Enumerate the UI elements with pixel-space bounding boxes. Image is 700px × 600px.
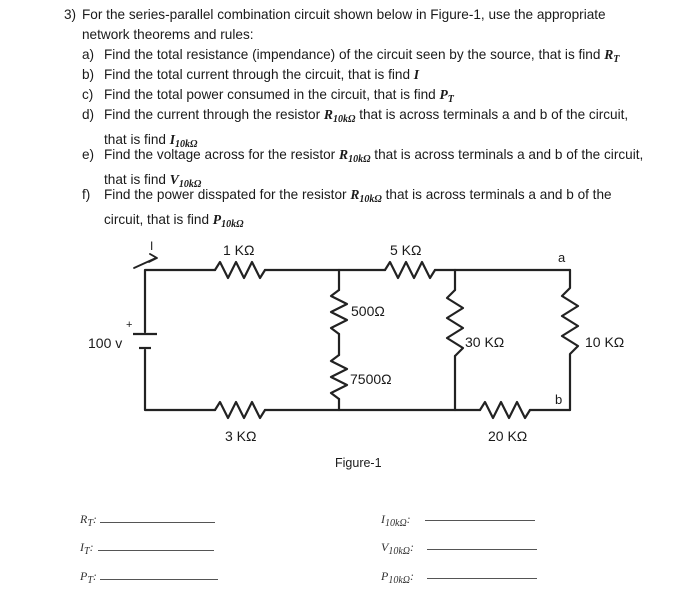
part-text-cont: that is across terminals a and b of the … — [104, 107, 629, 147]
node-a: a — [558, 250, 566, 265]
answer-subscript: 10kΩ — [388, 546, 411, 557]
part-label: f) — [82, 187, 91, 202]
part-text-cont: that is across terminals a and b of the … — [104, 187, 612, 227]
part-d: d) Find the current through the resistor… — [82, 105, 662, 150]
answer-symbol: I — [381, 512, 385, 526]
part-label: b) — [82, 67, 95, 82]
current-label: I — [150, 239, 153, 253]
part-text: Find the power disspated for the resisto… — [104, 187, 351, 202]
resistor-5k — [383, 260, 437, 280]
part-text-cont: that is across terminals a and b of the … — [104, 147, 644, 187]
symbol: R — [604, 47, 614, 62]
symbol-subscript: 10kΩ — [332, 114, 356, 125]
symbol: P — [439, 87, 448, 102]
label-500: 500Ω — [351, 303, 385, 319]
label-3k: 3 KΩ — [225, 428, 256, 444]
answer-line-it[interactable] — [98, 550, 214, 551]
answer-symbol: R — [80, 512, 88, 526]
resistor-1k — [213, 260, 267, 280]
part-text: Find the total current through the circu… — [104, 67, 414, 82]
answer-subscript: T — [87, 575, 93, 586]
part-f: f) Find the power disspated for the resi… — [82, 185, 662, 230]
answer-colon: : — [410, 569, 415, 583]
answer-line-rt[interactable] — [100, 522, 215, 523]
answer-subscript: T — [84, 546, 90, 557]
source-plus: + — [126, 319, 132, 331]
label-1k: 1 KΩ — [223, 242, 254, 258]
resistor-3k — [213, 400, 267, 420]
symbol-subscript: 10kΩ — [221, 219, 244, 230]
label-10k: 10 KΩ — [585, 334, 624, 350]
wire-left-top — [143, 268, 217, 334]
symbol: I — [413, 67, 420, 82]
source-label: 100 v — [88, 335, 122, 351]
answer-i10k: I10kΩ: — [381, 512, 411, 529]
symbol: R — [323, 107, 333, 122]
answer-symbol: I — [80, 540, 84, 554]
answer-subscript: 10kΩ — [388, 575, 411, 586]
answer-v10k: V10kΩ: — [381, 540, 414, 557]
resistor-500 — [329, 288, 349, 336]
label-5k: 5 KΩ — [390, 242, 421, 258]
answer-line-pt[interactable] — [100, 579, 218, 580]
part-text: Find the total power consumed in the cir… — [104, 87, 440, 102]
symbol: R — [350, 187, 360, 202]
answer-it: IT: — [80, 540, 94, 557]
answer-rt: RT: — [80, 512, 97, 529]
resistor-30k — [445, 288, 465, 358]
answer-pt: PT: — [80, 569, 97, 586]
part-text: Find the voltage across for the resistor — [104, 147, 339, 162]
resistor-7500 — [329, 353, 349, 401]
symbol-subscript: 10kΩ — [359, 194, 382, 205]
answer-line-v10k[interactable] — [427, 549, 537, 550]
resistor-20k — [478, 400, 532, 420]
symbol: P — [212, 212, 222, 227]
answer-symbol: V — [381, 540, 389, 554]
resistor-10k — [560, 268, 580, 412]
label-7500: 7500Ω — [350, 371, 392, 387]
part-label: d) — [82, 107, 95, 122]
symbol: V — [169, 172, 179, 187]
part-label: c) — [82, 87, 94, 102]
answer-colon: : — [92, 569, 97, 583]
answer-colon: : — [92, 512, 97, 526]
answer-symbol: P — [381, 569, 389, 583]
part-text: Find the current through the resistor — [104, 107, 324, 122]
symbol-subscript: 10kΩ — [175, 139, 198, 150]
question-stem: For the series-parallel combination circ… — [82, 7, 606, 42]
answer-colon: : — [89, 540, 94, 554]
answer-symbol: P — [80, 569, 88, 583]
part-e: e) Find the voltage across for the resis… — [82, 145, 662, 190]
answer-colon: : — [410, 540, 415, 554]
part-text: Find the total resistance (impendance) o… — [104, 47, 605, 62]
answer-p10k: P10kΩ: — [381, 569, 414, 586]
answer-line-i10k[interactable] — [425, 520, 535, 521]
question-number: 3) — [64, 7, 77, 22]
symbol: R — [338, 147, 349, 162]
current-arrow-head — [148, 253, 158, 263]
wire-left-bottom — [143, 348, 217, 412]
symbol: I — [169, 132, 176, 147]
symbol-subscript: 10kΩ — [178, 179, 202, 190]
label-30k: 30 KΩ — [465, 334, 504, 350]
part-label: a) — [82, 47, 95, 62]
answer-colon: : — [406, 512, 411, 526]
symbol-subscript: T — [447, 94, 454, 105]
node-b: b — [555, 392, 562, 407]
answer-line-p10k[interactable] — [427, 578, 537, 579]
symbol-subscript: T — [613, 54, 620, 65]
symbol-subscript: 10kΩ — [348, 154, 371, 165]
part-label: e) — [82, 147, 95, 162]
label-20k: 20 KΩ — [488, 428, 527, 444]
answer-subscript: 10kΩ — [385, 518, 407, 529]
figure-caption: Figure-1 — [335, 456, 382, 470]
answer-subscript: T — [87, 518, 93, 529]
